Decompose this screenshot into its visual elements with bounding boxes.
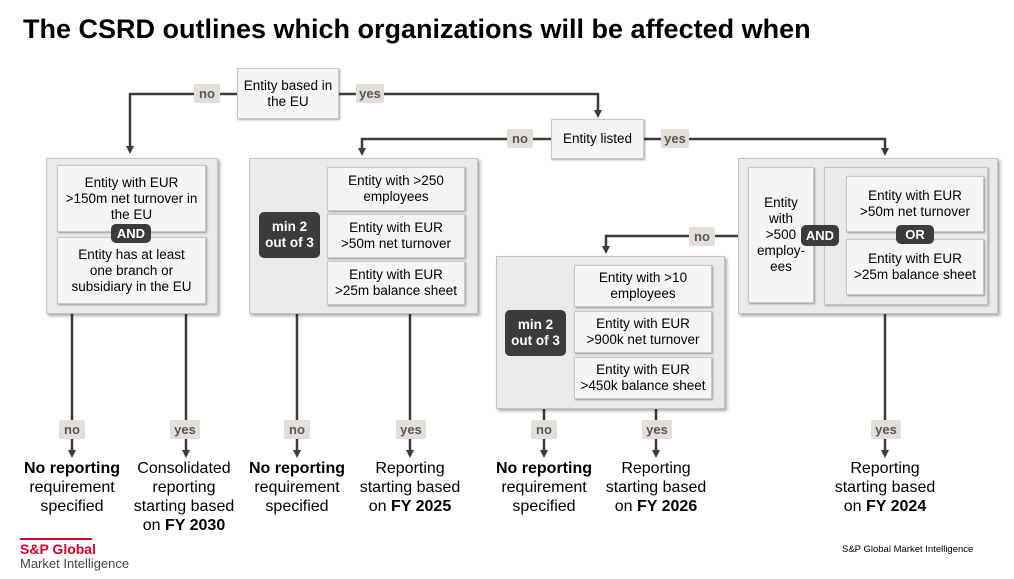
edge-listed-no bbox=[358, 137, 552, 156]
outcome-fy2026: Reporting starting based on FY 2026 bbox=[605, 460, 707, 515]
label-no: no bbox=[194, 84, 220, 103]
label-yes: yes bbox=[871, 420, 901, 439]
min-2-of-3-connector: min 2 out of 3 bbox=[259, 212, 320, 258]
edge-big-no bbox=[602, 234, 748, 254]
node-entity-listed: Entity listed bbox=[551, 119, 644, 159]
label-yes: yes bbox=[356, 84, 384, 103]
node-non-eu-branch: Entity has at least one branch or subsid… bbox=[57, 237, 206, 304]
node-entity-eu: Entity based in the EU bbox=[237, 68, 339, 119]
or-connector: OR bbox=[896, 225, 934, 244]
brand-accent-line bbox=[20, 538, 92, 540]
label-yes: yes bbox=[396, 420, 426, 439]
label-yes: yes bbox=[170, 420, 200, 439]
node-balance-450k: Entity with EUR >450k balance sheet bbox=[574, 357, 712, 399]
and-connector: AND bbox=[111, 224, 151, 243]
min-2-of-3-connector: min 2 out of 3 bbox=[505, 310, 566, 356]
label-yes: yes bbox=[642, 420, 672, 439]
node-listed-balance-25m: Entity with EUR >25m balance sheet bbox=[846, 239, 984, 295]
label-no: no bbox=[507, 129, 533, 148]
footer-source: S&P Global Market Intelligence bbox=[842, 544, 974, 555]
outcome-fy2024: Reporting starting based on FY 2024 bbox=[834, 460, 936, 515]
edge-listed-yes bbox=[644, 137, 889, 156]
brand-logo-line1: S&P Global bbox=[20, 541, 96, 557]
node-non-eu-turnover: Entity with EUR >150m net turnover in th… bbox=[57, 165, 206, 232]
node-turnover-900k: Entity with EUR >900k net turnover bbox=[574, 311, 712, 353]
and-connector: AND bbox=[801, 225, 839, 246]
brand-logo-line2: Market Intelligence bbox=[20, 556, 130, 571]
node-listed-turnover-50m: Entity with EUR >50m net turnover bbox=[846, 176, 984, 232]
outcome-fy2025: Reporting starting based on FY 2025 bbox=[359, 460, 461, 515]
page-title: The CSRD outlines which organizations wi… bbox=[23, 14, 811, 44]
edge-eu-no bbox=[126, 92, 238, 154]
node-employees-10: Entity with >10 employees bbox=[574, 265, 712, 307]
edge-eu-yes bbox=[338, 92, 602, 118]
label-no: no bbox=[689, 227, 715, 246]
label-no: no bbox=[59, 420, 85, 439]
node-employees-250: Entity with >250 employees bbox=[327, 167, 465, 211]
node-balance-25m: Entity with EUR >25m balance sheet bbox=[327, 261, 465, 305]
label-no: no bbox=[531, 420, 557, 439]
label-yes: yes bbox=[661, 129, 689, 148]
label-no: no bbox=[284, 420, 310, 439]
outcome-fy2030: Consolidated reporting starting based on… bbox=[133, 460, 235, 534]
node-turnover-50m: Entity with EUR >50m net turnover bbox=[327, 214, 465, 258]
